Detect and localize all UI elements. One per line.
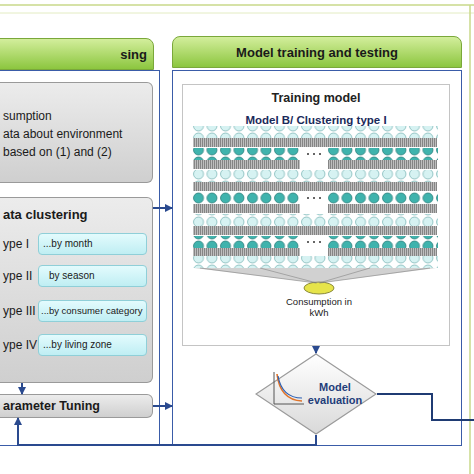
process-box: ata clustering ...by month by season ...by … (0, 197, 153, 383)
exit-line (377, 394, 474, 420)
process-box: arameter Tuning (0, 394, 153, 418)
node-text: arameter Tuning (3, 399, 151, 413)
panel-header: sing (0, 38, 154, 70)
node-text: sumption (3, 109, 151, 123)
ellipse-outline (304, 282, 334, 294)
node-text: ata clustering (3, 207, 151, 222)
row-label: ype II (3, 269, 32, 283)
panel-header: Model training and testing (172, 36, 462, 68)
ellipse-shape (303, 281, 335, 295)
decision-diamond: Model evaluation (255, 353, 377, 435)
row-label: ype IV (3, 338, 37, 352)
row-label: ype I (3, 237, 29, 251)
flow-arrow (153, 405, 172, 407)
row-label: ype III (3, 304, 36, 318)
node-text: Training model (183, 91, 449, 105)
flow-arrow (153, 207, 172, 209)
node-text: ...by month (43, 238, 147, 249)
flow-arrow (18, 418, 316, 445)
outer-frame (0, 5, 474, 474)
output-node: Consumption in kWh (303, 281, 335, 295)
model-box: Training modelModel B/ Clustering type I… (182, 84, 450, 346)
node-text: by season (49, 270, 147, 281)
network-box: Model B/ Clustering type I (189, 114, 443, 272)
node-text: ata about environment (3, 127, 151, 141)
category-pill: by season (38, 265, 147, 287)
node-text: Model B/ Clustering type I (189, 114, 443, 126)
node-text: based on (1) and (2) (3, 145, 151, 159)
category-pill: ...by consumer category (38, 300, 147, 322)
panel: sing sumption ata about environment based o… (0, 38, 162, 448)
node-text: Model evaluation (299, 381, 371, 407)
process-box: sumption ata about environment based on (1… (0, 82, 153, 183)
node-text: ...by consumer category (41, 305, 147, 316)
panel: Model training and testingTraining model… (172, 36, 464, 448)
category-pill: ...by month (38, 233, 147, 255)
flow-arrow (315, 346, 317, 353)
node-text: ...by living zone (43, 339, 147, 350)
diamond-outline (256, 354, 376, 434)
node-text: Consumption in kWh (279, 296, 359, 318)
category-pill: ...by living zone (38, 334, 147, 356)
flow-arrow (21, 383, 23, 394)
